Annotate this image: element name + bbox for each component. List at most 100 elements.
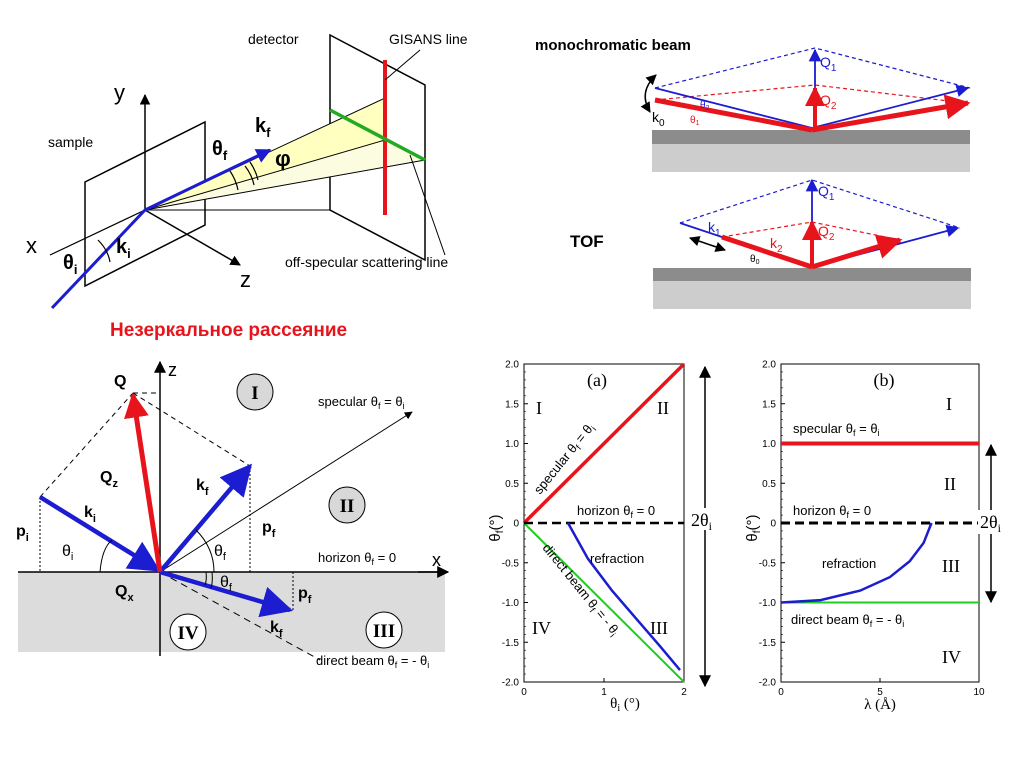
k2-label: k2	[770, 235, 783, 255]
q-vector	[124, 392, 163, 573]
series-line-2	[523, 522, 685, 683]
y-tick-label: -0.5	[502, 558, 520, 569]
kf-label: kf	[255, 115, 271, 140]
region-III-circle	[365, 611, 403, 649]
theta0-label: θ0	[750, 254, 760, 266]
plot-a-region-I: I	[536, 398, 542, 418]
gisans-line-label: GISANS line	[389, 31, 468, 47]
plot-a-region-IV: IV	[532, 618, 551, 638]
monochromatic-beam-title: monochromatic beam	[535, 37, 691, 54]
y-tick-label: -1.5	[759, 638, 777, 649]
kf-up-label: kf	[196, 477, 209, 498]
ki-label: ki	[116, 236, 131, 261]
y-tick-label: 1.0	[505, 439, 519, 450]
y-tick-label: -0.5	[759, 558, 777, 569]
mono-q1-label: Q1	[820, 54, 837, 74]
k0-label: k0	[652, 109, 665, 129]
reciprocal-space-diagrams: monochromatic beam Q1 Q2 k0 θ2 θ1 TOF	[535, 37, 971, 309]
scattered-beam	[144, 148, 272, 212]
series-line-4	[566, 522, 681, 671]
specular-line	[159, 411, 413, 573]
ki-vector	[38, 495, 161, 572]
y-tick-label: 0	[770, 519, 776, 530]
length-arrow	[689, 236, 726, 252]
ki-label: ki	[84, 504, 96, 525]
plot-a-xlabel: θi (°)	[610, 696, 640, 714]
y-tick-label: 0.5	[505, 479, 519, 490]
plot-a-ylabel: θf(°)	[487, 514, 506, 541]
y-tick-label: -2.0	[759, 678, 777, 689]
incident-beam	[50, 208, 147, 310]
plot-b-region-III: III	[942, 556, 960, 576]
z-axis-label: z	[168, 360, 177, 380]
plot-b-xlabel: λ (Å)	[864, 697, 896, 713]
z-axis	[144, 209, 241, 266]
plot-b-direct-label: direct beam θf = - θi	[791, 612, 904, 629]
plot-a-label: (a)	[587, 370, 607, 391]
x-tick-label: 0	[521, 687, 527, 698]
k1-label: k1	[708, 219, 721, 239]
region-IV-label: IV	[177, 623, 198, 644]
plot-b-label: (b)	[874, 370, 895, 391]
region-II-circle	[328, 486, 366, 524]
x-tick-label: 2	[681, 687, 687, 698]
plot-b-horizon-label: horizon θf = 0	[793, 503, 871, 520]
sample-plane	[84, 120, 206, 288]
region-III-label: III	[373, 621, 395, 642]
theta-f-up-label: θf	[214, 543, 227, 563]
y-tick-label: 1.5	[505, 399, 519, 410]
pf-down-label: pf	[298, 585, 312, 606]
region-II-label: II	[340, 496, 355, 517]
region-IV-circle	[169, 613, 207, 651]
plot-a-region-II: II	[657, 398, 669, 418]
y-axis-label: y	[114, 80, 125, 105]
off-specular-line	[329, 108, 426, 162]
plot-a-two-theta-label: 2θi	[691, 510, 713, 533]
y-tick-label: -1.5	[502, 638, 520, 649]
y-tick-label: 1.5	[762, 399, 776, 410]
theta2-label: θ2	[700, 100, 710, 112]
horizon-label: horizon θf = 0	[318, 550, 396, 567]
theta-i-label: θi	[62, 543, 73, 563]
plot-b-region-IV: IV	[942, 647, 961, 667]
plot-a-horizon-label: horizon θf = 0	[577, 503, 655, 520]
series-line-1	[522, 362, 686, 525]
pf-up-label: pf	[262, 519, 276, 540]
plot-b-region-I: I	[946, 394, 952, 414]
tof-q2-label: Q2	[818, 223, 835, 243]
sample-label: sample	[48, 134, 93, 150]
y-tick-label: 1.0	[762, 439, 776, 450]
plot-b-ylabel: θf(°)	[744, 514, 763, 541]
tof-title: TOF	[570, 232, 604, 251]
qx-label: Qx	[115, 583, 134, 604]
tof-substrate-bottom	[653, 281, 971, 309]
region-I-label: I	[251, 383, 258, 404]
tof-substrate-top	[653, 268, 971, 281]
x-tick-label: 5	[877, 687, 883, 698]
y-tick-label: 0.5	[762, 479, 776, 490]
z-axis-label: z	[240, 267, 251, 292]
plot-a-refraction-label: refraction	[590, 551, 644, 566]
x-axis-label: x	[432, 550, 441, 570]
x-tick-label: 0	[778, 687, 784, 698]
plot-b-two-theta-label: 2θi	[980, 512, 1002, 535]
specular-label: specular θf = θi	[318, 394, 405, 411]
detector-label: detector	[248, 31, 299, 47]
theta-f-down-label: θf	[220, 574, 233, 594]
theta1-label: θ1	[690, 115, 700, 127]
kf-down-label: kf	[270, 619, 283, 640]
direct-beam-line	[159, 571, 321, 661]
mono-substrate-top	[652, 130, 970, 144]
gisans-geometry-diagram: detector GISANS line sample y x z θf kf …	[26, 31, 468, 310]
region-I-circle	[236, 373, 274, 411]
theta-f-label: θf	[212, 138, 228, 163]
mono-q2-label: Q2	[820, 92, 837, 112]
tof-q1-label: Q1	[818, 183, 835, 203]
off-specular-label: off-specular scattering line	[285, 254, 448, 270]
section-title: Незеркальное рассеяние	[110, 320, 347, 341]
phi-label: φ	[275, 146, 291, 171]
x-tick-label: 1	[601, 687, 607, 698]
